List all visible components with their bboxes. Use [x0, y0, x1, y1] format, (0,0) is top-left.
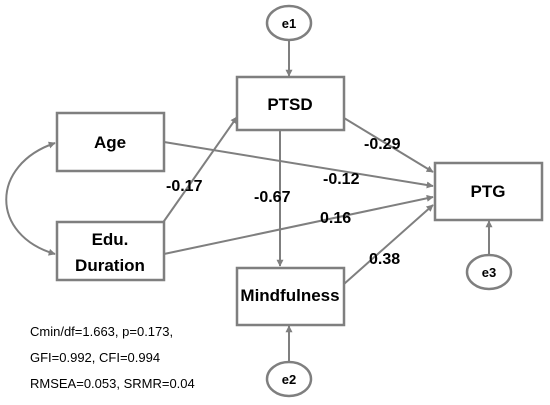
paths	[5, 40, 493, 362]
coef-ptsd-mindfulness: -0.67	[254, 189, 291, 206]
arrow-ptsd-ptg	[343, 117, 434, 173]
node-edu-duration: Edu. Duration	[55, 220, 166, 282]
fit-index-line-3: RMSEA=0.053, SRMR=0.04	[30, 376, 195, 391]
node-mindfulness: Mindfulness	[235, 266, 346, 327]
node-edu-label-line1: Edu.	[92, 230, 129, 249]
fit-index-line-2: GFI=0.992, CFI=0.994	[30, 350, 160, 365]
arrow-mindfulness-ptg	[343, 204, 434, 285]
node-mindfulness-label: Mindfulness	[240, 286, 339, 305]
arrow-age-ptg	[163, 141, 434, 189]
node-e1-label: e1	[282, 16, 296, 31]
coef-edu-ptg: 0.16	[320, 210, 351, 227]
node-ptg: PTG	[433, 161, 544, 222]
arrow-edu-ptg	[163, 194, 434, 255]
coef-mindfulness-ptg: 0.38	[369, 251, 400, 268]
coef-age-ptg: -0.12	[323, 171, 360, 188]
fit-index-line-1: Cmin/df=1.663, p=0.173,	[30, 324, 173, 339]
node-age: Age	[55, 111, 166, 173]
node-ptsd-label: PTSD	[267, 95, 312, 114]
node-age-label: Age	[94, 133, 126, 152]
node-e3-label: e3	[482, 265, 496, 280]
node-e2: e2	[265, 360, 313, 398]
node-ptsd: PTSD	[235, 75, 346, 132]
coef-edu-ptsd: -0.17	[166, 178, 203, 195]
arrow-edu-ptsd	[161, 116, 238, 225]
node-edu-label-line2: Duration	[75, 256, 145, 275]
node-e3: e3	[465, 253, 513, 291]
node-e1: e1	[265, 4, 313, 42]
node-ptg-label: PTG	[471, 182, 506, 201]
node-e2-label: e2	[282, 372, 296, 387]
coef-ptsd-ptg: -0.29	[364, 136, 401, 153]
covariance-age-edu	[5, 141, 56, 256]
